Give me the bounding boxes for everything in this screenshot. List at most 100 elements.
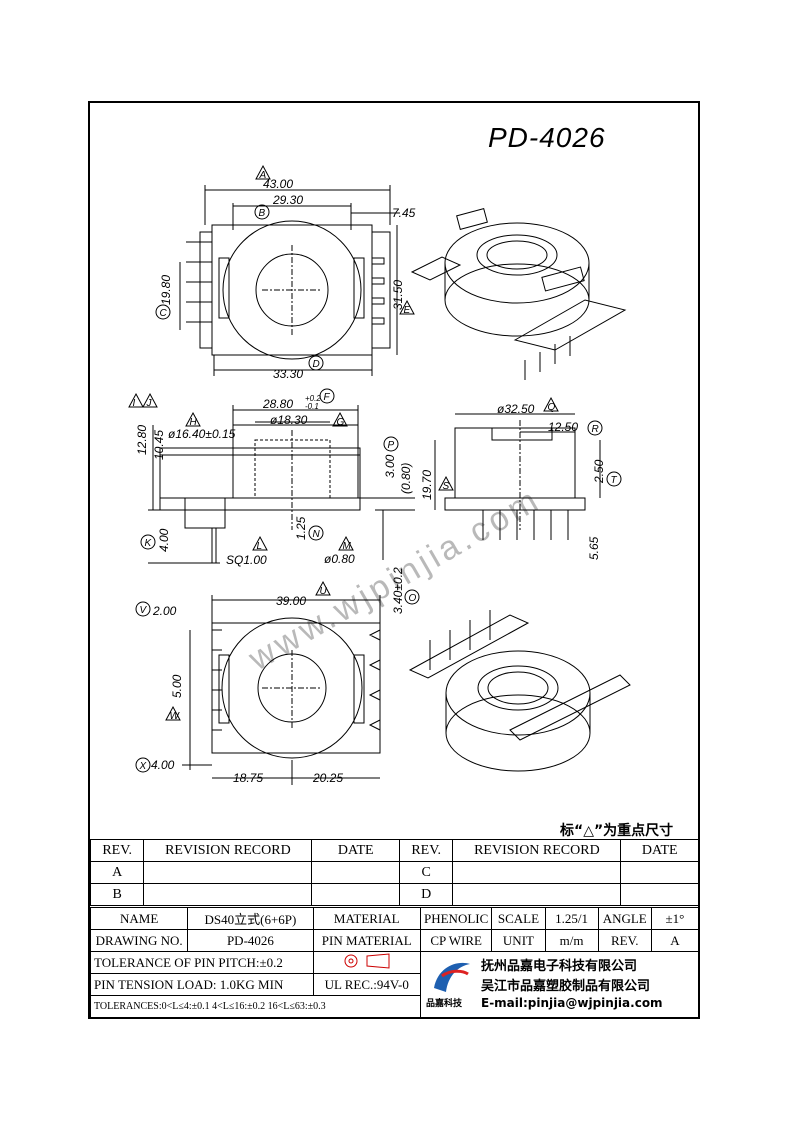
ref-label-e: E [404, 305, 411, 316]
ref-marker-l [252, 535, 268, 551]
dim-F: 28.80 [262, 397, 293, 411]
ref-label-p: P [388, 440, 395, 451]
dim-R: 12.50 [548, 420, 578, 434]
ref-marker-j [142, 392, 158, 408]
dim-G: ø18.30 [270, 413, 308, 427]
ref-label-g: G [337, 417, 345, 428]
dim-C: 19.80 [159, 275, 173, 305]
ul-symbol [312, 951, 421, 974]
rev-cell: D [398, 883, 454, 906]
ref-label-j: J [146, 398, 153, 409]
ref-marker-c [155, 304, 171, 320]
company-email: E-mail:pinjia@wjpinjia.com [481, 996, 663, 1010]
ref-marker-k [140, 534, 156, 550]
drawing-title: PD-4026 [488, 122, 606, 153]
date-cell [620, 861, 699, 884]
rev-cell: A [89, 861, 145, 884]
rev-label: REV. [597, 929, 652, 952]
ref-label-v: V [140, 605, 148, 616]
rev-col-header-2: REV. [398, 839, 454, 862]
ref-marker-n [308, 525, 324, 541]
record-cell [452, 861, 622, 884]
top-view-body [211, 224, 373, 356]
ref-label-u: U [320, 586, 328, 597]
dim-V: 2.00 [152, 604, 177, 618]
ref-label-s: S [443, 481, 450, 492]
dim-height: 5.65 [587, 536, 601, 560]
isometric-view-top [410, 208, 627, 380]
ref-marker-b [254, 204, 270, 220]
revision-table: REV. REVISION RECORD DATE REV. REVISION … [89, 839, 699, 906]
dim-E: 31.50 [391, 280, 405, 310]
angle-label: ANGLE [597, 907, 652, 930]
name-value: DS40立式(6+6P) [187, 907, 314, 930]
dim-P2: (0.80) [399, 463, 413, 494]
top-view [179, 185, 400, 376]
company-logo-icon [434, 962, 470, 992]
dim-S: 19.70 [420, 470, 434, 500]
material-value: PHENOLIC [419, 907, 493, 930]
ref-label-a: A [259, 170, 267, 181]
ref-label-m: M [343, 541, 352, 552]
record-cell [452, 883, 622, 906]
rev-cell: C [398, 861, 454, 884]
ref-marker-o [404, 589, 420, 605]
key-dimension-note: 标“△”为重点尺寸 [560, 823, 674, 839]
bottom-view [182, 595, 381, 785]
dim-H: ø16.40±0.15 [168, 427, 236, 441]
title-block: NAME DS40立式(6+6P) MATERIAL PHENOLIC SCAL… [89, 907, 700, 1018]
drawing-no-label: DRAWING NO. [89, 929, 189, 952]
ref-marker-m [338, 535, 354, 551]
dim-W: 5.00 [170, 674, 184, 698]
dim-Q: ø32.50 [497, 402, 535, 416]
ref-label-k: K [145, 538, 153, 549]
ref-label-h: H [190, 417, 198, 428]
material-label: MATERIAL [312, 907, 421, 930]
record-cell [143, 861, 313, 884]
date-col-header-2: DATE [620, 839, 699, 862]
date-cell [311, 861, 400, 884]
ref-marker-u [315, 580, 331, 596]
ref-marker-r [587, 420, 603, 436]
table-row: A C [89, 861, 699, 884]
dim-bottom-left: 18.75 [233, 771, 263, 785]
drawing-no-value: PD-4026 [187, 929, 314, 952]
pin-pitch-tolerance: TOLERANCE OF PIN PITCH:±0.2 [90, 951, 314, 974]
scale-label: SCALE [491, 907, 546, 930]
dim-I: 12.80 [135, 425, 149, 455]
ref-label-c: C [160, 308, 168, 319]
company-block [419, 951, 700, 1018]
title-row-4: PIN TENSION LOAD: 1.0KG MIN UL REC.:94V-… [90, 973, 699, 996]
drawing-frame [88, 101, 700, 1019]
dim-overhang: 7.45 [392, 206, 416, 220]
ref-label-w: W [170, 711, 181, 722]
pin-material-label: PIN MATERIAL [312, 929, 421, 952]
name-label: NAME [89, 907, 189, 930]
ref-marker-v [135, 601, 151, 617]
date-cell [620, 883, 699, 906]
front-view [148, 405, 415, 564]
ref-marker-x [135, 757, 151, 773]
dim-A: 43.00 [263, 177, 293, 191]
dim-F-tol-up: +0.2 [305, 394, 321, 403]
ref-label-n: N [313, 529, 321, 540]
top-view-flange [222, 220, 362, 360]
ref-label-d: D [313, 359, 320, 370]
ref-marker-p [383, 436, 399, 452]
ref-marker-i [128, 392, 144, 408]
dim-O: 3.40±0.2 [391, 567, 405, 614]
ref-label-i: I [133, 398, 136, 409]
dim-M: ø0.80 [324, 552, 355, 566]
ref-marker-t [606, 471, 622, 487]
company-name-2: 吴江市品嘉塑胶制品有限公司 [481, 979, 651, 994]
pin-tension-load: PIN TENSION LOAD: 1.0KG MIN [90, 973, 314, 996]
ref-label-x: X [139, 761, 147, 772]
pin-material-value: CP WIRE [419, 929, 493, 952]
unit-label: UNIT [491, 929, 546, 952]
projection-symbol-icon [344, 952, 390, 969]
record-col-header: REVISION RECORD [143, 839, 313, 862]
ref-marker-a [255, 164, 271, 180]
revision-header-row: REV. REVISION RECORD DATE REV. REVISION … [89, 839, 699, 862]
ref-marker-d [308, 355, 324, 371]
